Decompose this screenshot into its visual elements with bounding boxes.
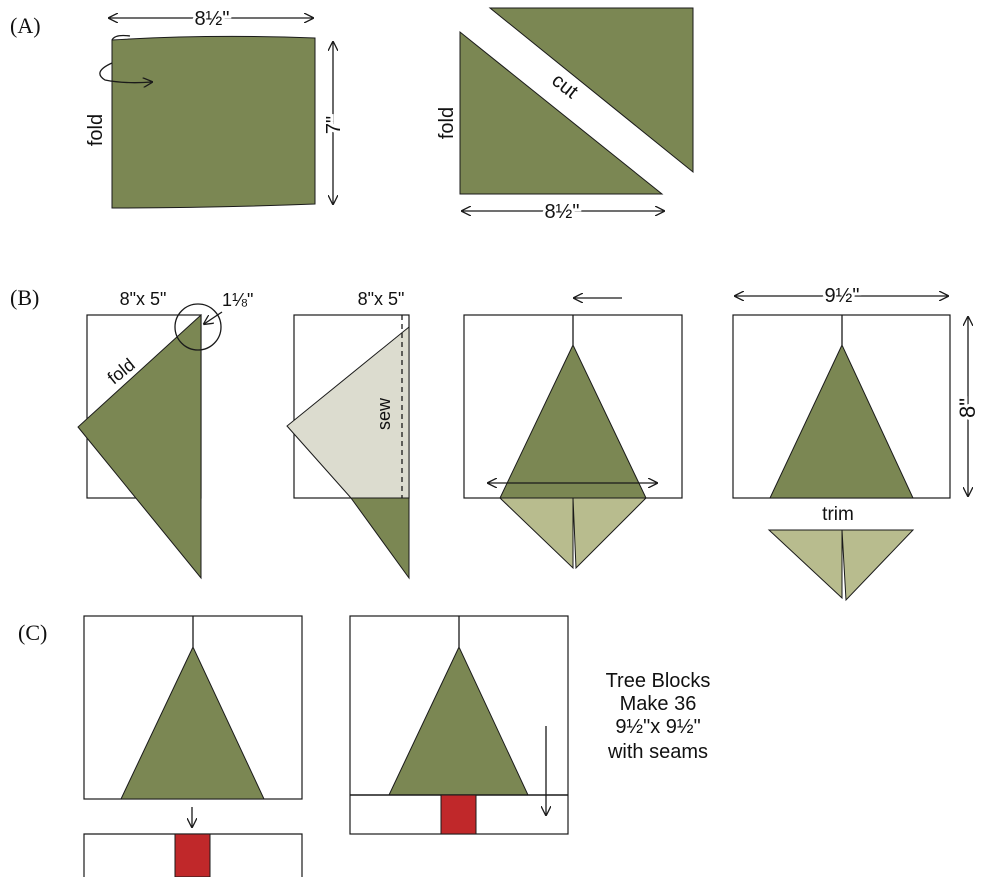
c-step1 [83,615,303,877]
b1-detail-arrow [204,311,223,324]
a-fold-edge [111,34,131,41]
a-upper-triangle [488,7,694,174]
a-fold-label-2: fold [436,107,458,139]
c1-trunk [174,833,211,877]
b1-circle-label: 1⅛" [222,290,253,310]
section-b-label: (B) [10,285,39,310]
b4-tree-triangle [769,343,914,499]
b4-trim-left [767,529,843,600]
c2-trunk [440,794,477,835]
b-step1: 8"x 5" 1⅛" fold [77,289,253,580]
b4-height-label: 8" [955,398,980,418]
b2-sew-label: sew [374,397,394,430]
c-step2 [349,615,569,835]
section-c-label: (C) [18,620,47,645]
b4-trim-label: trim [822,504,854,525]
b2-muslin-triangle [286,325,410,499]
b-step4: 9½" 8" trim [732,282,983,602]
c-note-line4: with seams [607,741,708,763]
b1-folded-triangle [77,313,202,580]
b3-flap-left [498,497,574,570]
c-note-line3: 9½"x 9½" [615,716,700,738]
a-lower-triangle [459,30,664,195]
a-width-label-2: 8½" [545,201,580,223]
a-fold-label: fold [85,114,107,146]
a-fold-curl-arrow [99,62,152,83]
b4-trim-right [841,529,915,602]
b3-flap-right [572,497,648,570]
a-width-label: 8½" [195,8,230,30]
a-folded-fabric [111,35,316,209]
b1-size-label: 8"x 5" [120,289,167,309]
b1-detail-circle [174,303,222,351]
section-a-label: (A) [10,13,41,38]
c-note-line2: Make 36 [620,693,697,715]
c-note-line1: Tree Blocks [606,670,711,692]
a-folded-rectangle [99,34,316,209]
b-step3 [463,298,683,570]
a-height-label: 7" [323,116,345,134]
c1-tree-triangle [120,645,265,800]
b-step2: 8"x 5" sew [286,289,410,580]
b2-size-label: 8"x 5" [358,289,405,309]
b3-tree-triangle [499,343,647,499]
b2-lower-point [350,497,410,580]
b4-width-label: 9½" [825,285,860,307]
